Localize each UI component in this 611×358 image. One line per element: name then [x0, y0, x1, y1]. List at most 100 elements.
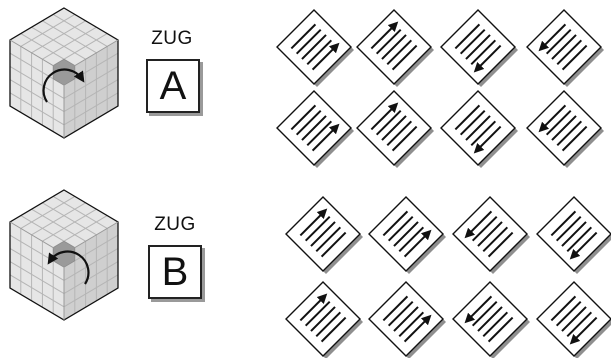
cube-grid-line: [31, 20, 86, 54]
tile-stripe: [550, 210, 577, 237]
tile-stripe: [545, 109, 572, 136]
diagonal-stripes-arrow-tile-icon: [403, 314, 432, 343]
tile-stripe: [470, 120, 497, 147]
tile-stripe: [306, 120, 333, 147]
tile-stripe: [556, 39, 583, 66]
tile-stripe: [315, 226, 342, 253]
cube-grid-line: [42, 20, 97, 54]
move-a-button[interactable]: A: [146, 59, 200, 113]
tile-stripe: [320, 316, 347, 343]
tile-stripe: [375, 109, 402, 136]
diagonal-stripes-arrow-tile-icon: [311, 123, 340, 152]
tile-stripe: [290, 104, 317, 131]
rotate-clockwise-arrow-icon: [42, 68, 85, 103]
diagonal-stripes-arrow-tile-icon: [473, 125, 502, 154]
tile-stripe: [306, 39, 333, 66]
tile-stripe: [561, 306, 587, 332]
tile-stripe: [561, 221, 587, 247]
tile-stripe: [555, 300, 582, 327]
cube-grid-line: [9, 92, 65, 126]
move-b-caption: ZUG: [154, 214, 196, 235]
tile-stripe: [556, 120, 583, 147]
tile-stripe: [382, 210, 409, 237]
tile-stripe: [465, 115, 491, 141]
tile-stripe: [382, 295, 409, 322]
tile-stripe: [477, 221, 503, 247]
tile-stripe: [561, 125, 588, 152]
tile-stripe: [290, 23, 317, 50]
cube-grid-line: [31, 208, 86, 242]
tiles-move-a: [276, 9, 604, 168]
cube-grid-line: [63, 92, 119, 126]
tile-stripe: [471, 215, 498, 242]
cube-grid-line: [42, 202, 97, 236]
tile-stripe: [459, 109, 486, 136]
cube-grid-line: [63, 261, 119, 295]
diagonal-stripes-arrow-tile-icon: [464, 210, 493, 239]
diagonal-stripes-arrow-tile-icon: [464, 295, 493, 324]
tile-stripe: [561, 44, 588, 71]
cube-grid-line: [63, 65, 119, 99]
tile-stripe: [386, 39, 413, 66]
tile-stripe: [482, 311, 509, 338]
tile-stripe: [487, 231, 514, 258]
diagonal-stripes-arrow-tile-icon: [538, 104, 567, 133]
tile-stripe: [375, 28, 402, 55]
diagonal-stripes-arrow-tile-icon: [569, 231, 598, 260]
tile-stripe: [454, 23, 481, 50]
tile-stripe: [550, 295, 577, 322]
tile-stripe: [304, 215, 331, 242]
cube-grid-line: [9, 247, 65, 281]
cube-grid-line: [20, 13, 76, 47]
tile-stripe: [487, 316, 514, 343]
cube-grid-line: [31, 26, 86, 60]
move-b-button[interactable]: B: [148, 245, 202, 299]
tile-stripe: [304, 300, 331, 327]
tile-stripe: [465, 34, 491, 60]
cube-grid-line: [63, 247, 119, 281]
move-a-caption: ZUG: [151, 28, 193, 49]
diagonal-stripes-arrow-tile-icon: [311, 42, 340, 71]
tile-stripe: [482, 226, 509, 253]
diagonal-stripes-arrow-tile-icon: [538, 23, 567, 52]
cube-grid-line: [9, 79, 65, 113]
tile-stripe: [470, 39, 497, 66]
tile-stripe: [477, 306, 503, 332]
tiles-move-b: [285, 196, 611, 358]
cube-grid-line: [9, 261, 65, 295]
tile-stripe: [391, 44, 418, 71]
tile-stripe: [310, 306, 336, 332]
tile-stripe: [471, 300, 498, 327]
cube-grid-line: [52, 195, 108, 229]
diagonal-stripes-arrow-tile-icon: [370, 102, 399, 131]
tile-stripe: [566, 311, 593, 338]
cube-move-b: [9, 189, 119, 321]
cube-grid-line: [52, 13, 108, 47]
rotate-counterclockwise-arrow-icon: [47, 250, 90, 285]
tile-stripe: [310, 221, 336, 247]
tile-stripe: [391, 125, 418, 152]
tile-stripe: [301, 115, 327, 141]
tile-stripe: [381, 34, 407, 60]
cube-grid-line: [9, 274, 65, 308]
tile-stripe: [393, 306, 419, 332]
cube-grid-line: [31, 202, 86, 236]
tile-stripe: [454, 104, 481, 131]
tile-stripe: [551, 34, 577, 60]
diagonal-stripes-arrow-tile-icon: [569, 316, 598, 345]
diagonal-stripes-arrow-tile-icon: [370, 21, 399, 50]
tile-stripe: [315, 311, 342, 338]
tile-stripe: [459, 28, 486, 55]
tile-stripe: [551, 115, 577, 141]
cube-grid-line: [42, 208, 97, 242]
tile-stripe: [566, 226, 593, 253]
move-a-letter: A: [159, 64, 187, 108]
tile-stripe: [301, 34, 327, 60]
tile-stripe: [398, 226, 425, 253]
cube-move-a: [9, 7, 119, 139]
cube-grid-line: [42, 26, 97, 60]
tile-stripe: [398, 311, 425, 338]
cube-grid-line: [20, 195, 76, 229]
